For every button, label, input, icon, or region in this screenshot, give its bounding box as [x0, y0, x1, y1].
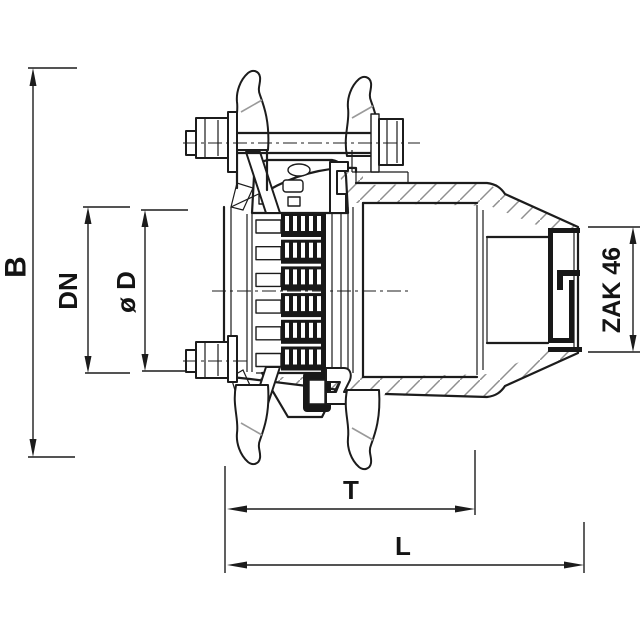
dimension-label-t: T — [343, 475, 359, 505]
dimension-T: T — [224, 450, 476, 573]
gland-ears — [233, 69, 381, 471]
bolt-hex-head — [195, 117, 229, 159]
ear-bottom-left — [233, 384, 270, 466]
dimension-label-zak: ZAK 46 — [598, 247, 626, 333]
bottom-bolt — [183, 335, 248, 383]
dimension-L: L — [227, 522, 585, 573]
bolt-hex-head — [195, 341, 229, 379]
dimension-oD: ø D — [111, 209, 188, 372]
zak-spigot-slot — [548, 228, 582, 352]
ear-bottom-right — [344, 389, 381, 471]
dimension-label-od: ø D — [111, 271, 141, 313]
retainer-hook-top — [329, 161, 349, 214]
dimension-B: B — [0, 67, 77, 458]
ear-top-left — [233, 69, 270, 151]
bolt-washer — [227, 335, 238, 383]
top-bolt-assembly — [183, 111, 420, 192]
bolt-nut — [378, 118, 404, 166]
dimension-DN: DN — [53, 206, 130, 374]
dimension-label-dn: DN — [53, 272, 83, 310]
bolt-washer — [227, 111, 238, 173]
dimension-label-l: L — [395, 531, 411, 561]
dimension-ZAK46: ZAK 46 — [588, 226, 640, 353]
dimension-label-b: B — [0, 256, 33, 278]
grip-ring-stack — [246, 213, 326, 374]
